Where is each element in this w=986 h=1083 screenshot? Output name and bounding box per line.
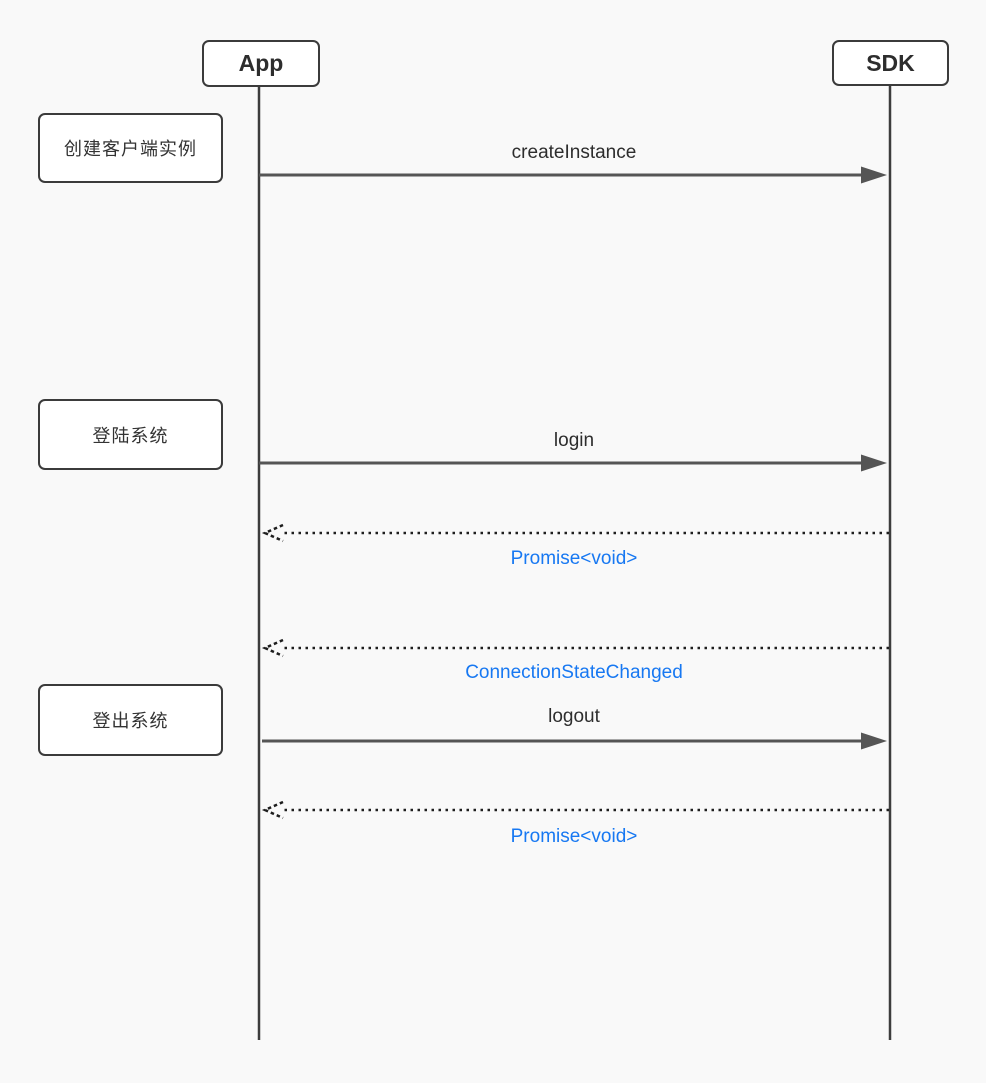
note-login-system-label: 登陆系统 xyxy=(92,425,169,446)
message-label-logout: logout xyxy=(548,706,600,727)
actor-sdk-label: SDK xyxy=(866,49,915,76)
message-label-connection-state-changed: ConnectionStateChanged xyxy=(465,662,683,683)
arrow-create-instance xyxy=(259,166,887,184)
actor-sdk: SDK xyxy=(832,40,949,86)
note-logout-system: 登出系统 xyxy=(38,684,223,756)
message-label-promise-void-2: Promise<void> xyxy=(510,826,638,847)
arrow-connection-state-changed xyxy=(261,638,889,658)
message-label-promise-void-1: Promise<void> xyxy=(510,548,638,569)
arrow-logout xyxy=(262,732,887,750)
note-create-instance-label: 创建客户端实例 xyxy=(64,139,197,159)
actor-app-label: App xyxy=(238,50,284,76)
message-label-login: login xyxy=(553,430,595,451)
message-label-create-instance: createInstance xyxy=(511,142,637,163)
note-login-system: 登陆系统 xyxy=(38,399,223,470)
arrow-promise-void-2 xyxy=(261,800,889,820)
arrow-promise-void-1 xyxy=(261,523,889,543)
note-logout-system-label: 登出系统 xyxy=(92,711,169,731)
actor-app: App xyxy=(202,40,320,87)
note-create-instance: 创建客户端实例 xyxy=(38,113,223,183)
arrow-login xyxy=(259,454,887,472)
